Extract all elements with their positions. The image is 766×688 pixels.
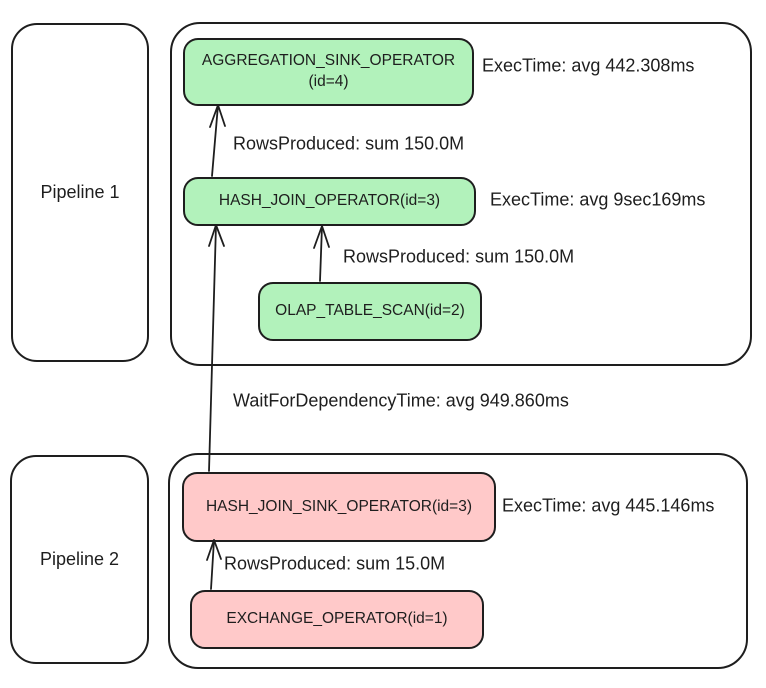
edge-label-wait-for-dependency-time: WaitForDependencyTime: avg 949.860ms <box>233 390 569 411</box>
node-hash-join-operator: HASH_JOIN_OPERATOR(id=3) <box>183 177 476 226</box>
node-label: HASH_JOIN_SINK_OPERATOR(id=3) <box>205 497 473 515</box>
edge-label-rows-produced-to-hash-join-sink: RowsProduced: sum 15.0M <box>224 553 446 574</box>
node-label: OLAP_TABLE_SCAN(id=2) <box>275 302 465 320</box>
pipeline-1-label-box: Pipeline 1 <box>11 23 149 362</box>
node-hash-join-sink-operator: HASH_JOIN_SINK_OPERATOR(id=3) <box>182 472 496 542</box>
node-exchange-operator: EXCHANGE_OPERATOR(id=1) <box>190 590 484 649</box>
edge-label-rows-produced-to-hash-join: RowsProduced: sum 150.0M <box>343 246 575 267</box>
pipeline-2-label-box: Pipeline 2 <box>10 455 149 664</box>
pipeline-2-label: Pipeline 2 <box>39 549 120 569</box>
node-label-line2: (id=4) <box>308 73 349 90</box>
node-label-line1: AGGREGATION_SINK_OPERATOR <box>201 52 456 70</box>
pipeline-1-label: Pipeline 1 <box>40 182 120 202</box>
node-label: HASH_JOIN_OPERATOR(id=3) <box>218 192 441 210</box>
edge-label-rows-produced-to-aggregation-sink: RowsProduced: sum 150.0M <box>233 133 465 154</box>
exec-time-hash-join: ExecTime: avg 9sec169ms <box>490 189 706 210</box>
node-aggregation-sink-operator: AGGREGATION_SINK_OPERATOR (id=4) <box>183 38 474 106</box>
exec-time-hash-join-sink: ExecTime: avg 445.146ms <box>502 495 715 516</box>
exec-time-aggregation-sink: ExecTime: avg 442.308ms <box>482 55 695 76</box>
node-label: EXCHANGE_OPERATOR(id=1) <box>226 610 448 628</box>
node-olap-table-scan: OLAP_TABLE_SCAN(id=2) <box>258 282 482 341</box>
